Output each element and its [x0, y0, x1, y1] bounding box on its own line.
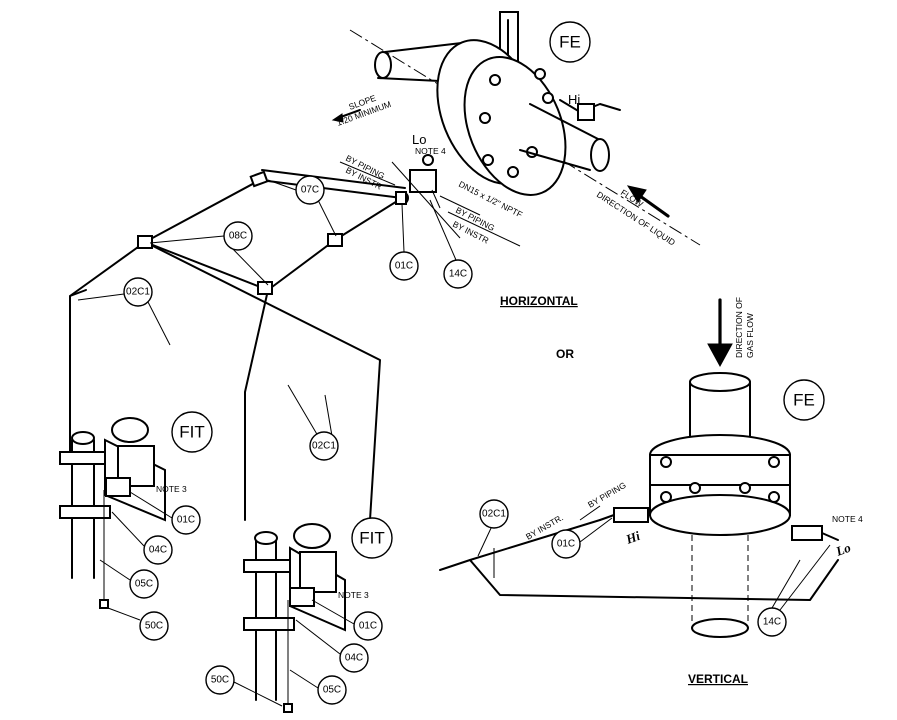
- svg-text:50C: 50C: [211, 675, 229, 686]
- by-piping-vertical: BY PIPING: [586, 480, 628, 510]
- note3-left: NOTE 3: [156, 484, 187, 494]
- svg-text:08C: 08C: [229, 231, 247, 242]
- fe-bubble-horizontal: FE: [549, 21, 591, 63]
- right-transmitter-assembly: [243, 523, 346, 713]
- svg-text:14C: 14C: [449, 269, 467, 280]
- bubble-01c-right: 01C: [311, 599, 383, 641]
- bubble-01c-horizontal: 01C: [389, 203, 419, 281]
- note3-right: NOTE 3: [338, 590, 369, 600]
- svg-text:05C: 05C: [323, 685, 341, 696]
- svg-text:02C1: 02C1: [312, 441, 336, 452]
- fe-bubble-vertical: FE: [783, 379, 825, 421]
- bubble-02c1-vertical: 02C1: [477, 499, 509, 557]
- vertical-flange-bolts: [660, 456, 780, 503]
- svg-text:07C: 07C: [301, 185, 319, 196]
- bubble-02c1-middle: 02C1: [287, 384, 339, 461]
- svg-text:02C1: 02C1: [126, 287, 150, 298]
- svg-text:14C: 14C: [763, 617, 781, 628]
- right-transmitter-labels: 02C1 FIT NOTE 3 01C 04C 05C 50C: [205, 384, 393, 707]
- bubble-04c-right: 04C: [295, 619, 369, 673]
- bubble-50c-left: 50C: [107, 607, 169, 641]
- svg-text:01C: 01C: [557, 539, 575, 550]
- svg-text:01C: 01C: [359, 621, 377, 632]
- bubble-01c-left: 01C: [129, 491, 201, 535]
- slope-arrow: [331, 109, 361, 123]
- bubble-14c-vertical: 14C: [757, 544, 831, 637]
- bubble-02c1-left-top: 02C1: [77, 277, 171, 346]
- bubble-07c: 07C: [267, 175, 337, 237]
- bubble-04c-left: 04C: [111, 511, 173, 565]
- svg-text:05C: 05C: [135, 579, 153, 590]
- direction-gas-line1: DIRECTION OF: [734, 297, 744, 358]
- note4-horizontal: NOTE 4: [415, 146, 446, 156]
- pipe-upstream-end: [374, 51, 392, 79]
- pipe-downstream-top: [529, 103, 601, 141]
- left-transmitter-assembly: [59, 417, 166, 609]
- svg-text:02C1: 02C1: [482, 509, 506, 520]
- vertical-assembly: [439, 298, 839, 638]
- bubble-50c-right: 50C: [205, 665, 283, 707]
- svg-text:04C: 04C: [149, 545, 167, 556]
- bubble-05c-left: 05C: [99, 559, 159, 599]
- pipe-upstream-top: [384, 41, 471, 53]
- hi-valve: [577, 103, 595, 121]
- hi-label-horizontal: Hi: [568, 92, 580, 107]
- svg-text:04C: 04C: [345, 653, 363, 664]
- left-transmitter-labels: FIT NOTE 3 01C 04C 05C 50C: [99, 411, 213, 641]
- lo-label-vertical: Lo: [833, 540, 853, 560]
- vertical-title: VERTICAL: [688, 672, 748, 686]
- bubble-01c-vertical: 01C: [551, 517, 613, 559]
- or-label: OR: [556, 347, 574, 361]
- svg-text:FE: FE: [559, 33, 581, 52]
- bubble-08c: 08C: [149, 221, 269, 286]
- bubble-05c-right: 05C: [289, 669, 347, 705]
- svg-text:50C: 50C: [145, 621, 163, 632]
- bubble-14c-horizontal: 14C: [429, 199, 473, 289]
- svg-text:01C: 01C: [395, 261, 413, 272]
- flange-bolts: [479, 68, 554, 178]
- lo-valve-manifold: [409, 169, 437, 193]
- pipe-downstream-end: [590, 138, 610, 172]
- hi-label-vertical: Hi: [623, 528, 642, 547]
- note4-vertical: NOTE 4: [832, 514, 863, 524]
- fit-bubble-left: FIT: [171, 411, 213, 453]
- svg-text:01C: 01C: [177, 515, 195, 526]
- lo-label-horizontal: Lo: [412, 132, 426, 147]
- svg-text:FIT: FIT: [179, 423, 205, 442]
- svg-text:FIT: FIT: [359, 529, 385, 548]
- pipe-downstream-bottom: [519, 149, 591, 171]
- horizontal-title: HORIZONTAL: [500, 294, 578, 308]
- liquid-flow-arrow: [626, 185, 670, 218]
- horizontal-assembly: [349, 11, 701, 246]
- svg-text:FE: FE: [793, 391, 815, 410]
- fit-bubble-right: FIT: [351, 517, 393, 559]
- direction-gas-line2: GAS FLOW: [745, 313, 755, 358]
